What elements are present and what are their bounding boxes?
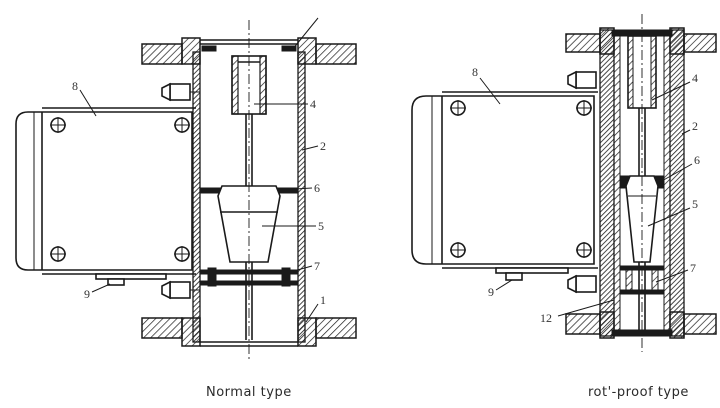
indicator-box (15, 107, 196, 275)
label-6: 6 (314, 181, 320, 195)
screw-hole (576, 100, 592, 116)
label-9: 9 (84, 287, 90, 301)
screw-hole (50, 117, 66, 133)
bottom-plate (95, 273, 167, 280)
screw-hole (450, 100, 466, 116)
label-5: 5 (318, 219, 324, 233)
screw-hole (174, 246, 190, 262)
caption-normal-type: Normal type (206, 385, 292, 400)
label-8: 8 (72, 79, 78, 93)
cable-connector (505, 272, 523, 281)
bottom-plate (495, 267, 569, 274)
normal-type-figure: 4 2 6 5 7 1 8 9 Normal type (15, 17, 357, 400)
label-9: 9 (488, 285, 494, 299)
label-2: 2 (320, 139, 326, 153)
cable-connector (107, 278, 125, 286)
indicator-box (411, 91, 598, 269)
mounting-bolt (567, 274, 597, 294)
measuring-tube (192, 51, 306, 343)
label-12: 12 (540, 311, 552, 325)
screw-hole (450, 242, 466, 258)
mounting-bolt (161, 82, 200, 102)
label-5: 5 (692, 197, 698, 211)
label-8: 8 (472, 65, 478, 79)
label-6: 6 (694, 153, 700, 167)
screw-hole (174, 117, 190, 133)
screw-hole (50, 246, 66, 262)
label-7: 7 (690, 261, 696, 275)
stop-ring (199, 187, 221, 194)
label-7: 7 (314, 259, 320, 273)
bottom-flange (141, 317, 357, 347)
caption-rot-proof-type: rot'-proof type (588, 385, 689, 400)
rot-proof-type-figure: 4 2 6 5 7 8 9 12 rot'-proof type (411, 14, 717, 400)
label-4: 4 (692, 71, 698, 85)
label-1: 1 (320, 293, 326, 307)
mounting-bolt (567, 70, 597, 90)
label-4: 4 (310, 97, 316, 111)
label-2: 2 (692, 119, 698, 133)
screw-hole (576, 242, 592, 258)
